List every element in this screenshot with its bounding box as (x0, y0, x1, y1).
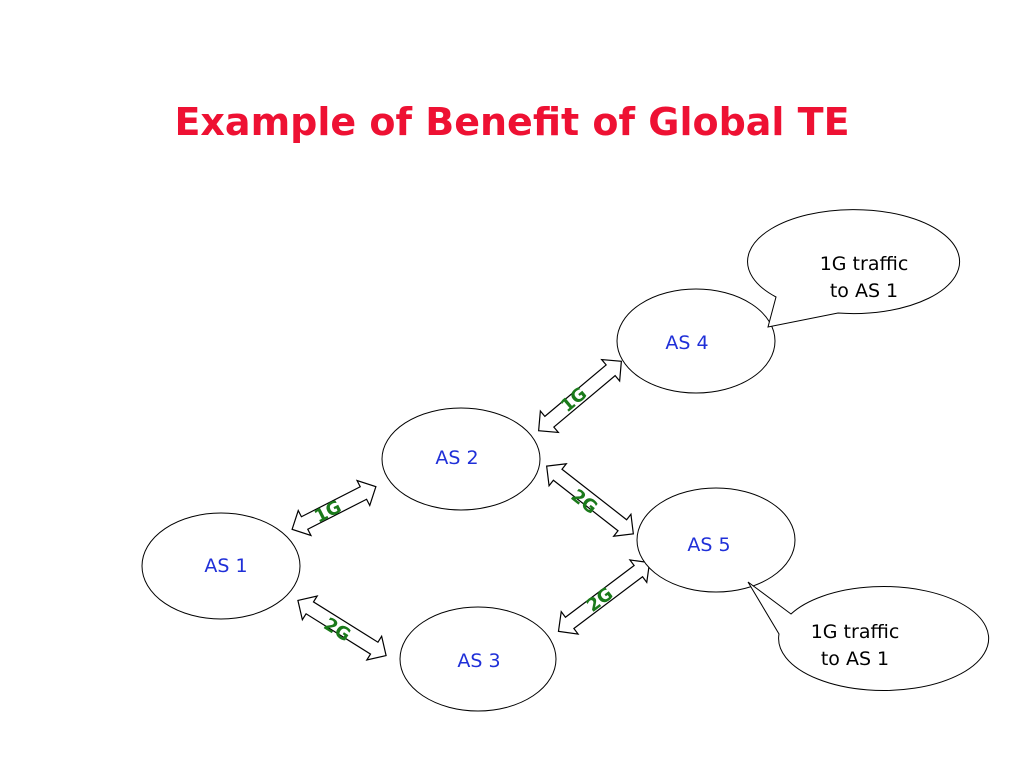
callout-as4: 1G traffic to AS 1 (747, 209, 961, 328)
callout-line1-as5: 1G traffic (811, 621, 900, 643)
node-ellipse-as2 (381, 407, 541, 511)
link-arrow-as2-as4 (537, 358, 623, 434)
callout-bubble-as4 (747, 209, 961, 328)
link-as2-as5: 2G (545, 462, 635, 538)
link-arrow-as1-as2 (291, 479, 377, 537)
node-as2: AS 2 (381, 407, 541, 511)
slide-title: Example of Benefit of Global TE (174, 100, 850, 144)
node-label-as1: AS 1 (204, 555, 247, 577)
node-ellipse-as4 (616, 288, 776, 394)
node-as1: AS 1 (141, 512, 301, 620)
node-as4: AS 4 (616, 288, 776, 394)
node-ellipse-as5 (636, 487, 796, 593)
link-as3-as5: 2G (557, 559, 651, 635)
node-label-as5: AS 5 (687, 534, 730, 556)
link-as1-as3: 2G (297, 595, 387, 661)
callout-line2-as4: to AS 1 (830, 280, 898, 302)
node-as3: AS 3 (399, 606, 557, 712)
node-label-as2: AS 2 (435, 447, 478, 469)
callout-line1-as4: 1G traffic (820, 253, 909, 275)
node-ellipse-as1 (141, 512, 301, 620)
node-ellipse-as3 (399, 606, 557, 712)
callout-bubble-as5 (747, 581, 990, 691)
link-as2-as4: 1G (537, 358, 623, 434)
link-arrow-as1-as3 (297, 595, 387, 661)
link-arrow-as2-as5 (545, 462, 635, 538)
node-label-as3: AS 3 (457, 650, 500, 672)
node-as5: AS 5 (636, 487, 796, 593)
link-as1-as2: 1G (291, 479, 377, 537)
node-label-as4: AS 4 (665, 332, 708, 354)
callout-line2-as5: to AS 1 (821, 648, 889, 670)
callout-as5: 1G traffic to AS 1 (747, 581, 990, 691)
